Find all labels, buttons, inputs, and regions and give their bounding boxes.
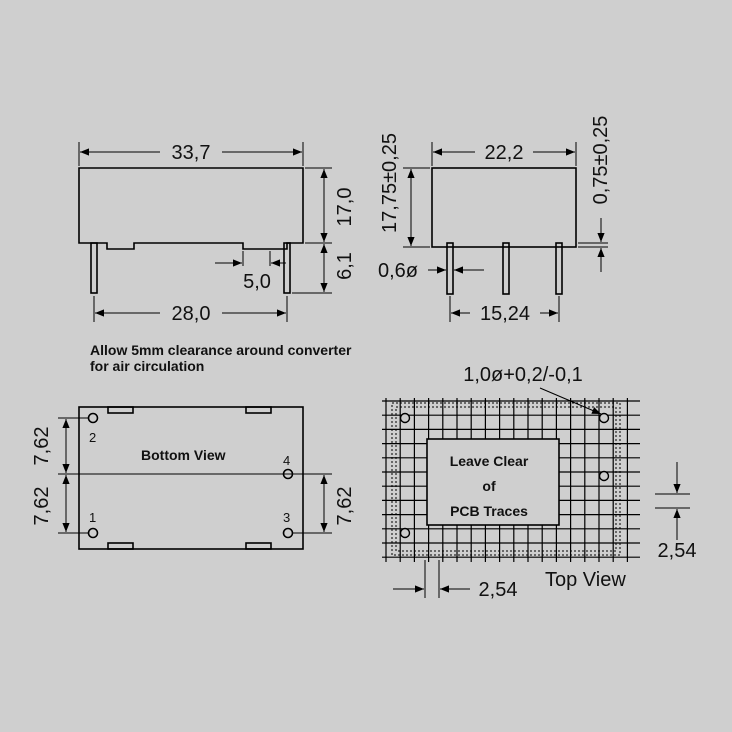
side-view-pin-right <box>283 242 291 294</box>
clearance-note-line2: for air circulation <box>90 358 204 374</box>
pin-gap-label: 5,0 <box>243 271 271 293</box>
pitch-x-label: 2,54 <box>479 579 518 601</box>
pin-hole-3 <box>282 527 294 539</box>
side-view-pin-left <box>90 242 98 294</box>
hole-leader <box>539 387 602 415</box>
pin-diameter-label: 0,6ø <box>378 260 418 282</box>
bottom-view-outline <box>78 406 304 550</box>
top-pin-hole-corner <box>598 412 610 424</box>
end-height-label: 17,75±0,25 <box>379 133 401 233</box>
hole-label: 1,0ø+0,2/-0,1 <box>463 364 583 386</box>
bottom-dim-lower-left: 7,62 <box>31 487 53 526</box>
top-view: Leave Clear of PCB Traces 1,0ø+0,2/-0,1 … <box>382 364 696 601</box>
outline-dotted-outer <box>391 402 621 556</box>
end-view-body <box>431 167 577 248</box>
clearance-note-line1: Allow 5mm clearance around converter <box>90 342 352 358</box>
end-view-pin-left <box>446 242 454 295</box>
standoff-bottom-left <box>107 542 134 550</box>
top-view-title: Top View <box>545 569 626 591</box>
keepout-line3: PCB Traces <box>450 503 528 519</box>
side-view-body <box>78 167 304 250</box>
pin-hole-1 <box>87 527 99 539</box>
top-pin-hole-1 <box>399 527 411 539</box>
end-view-pin-mid <box>502 242 510 295</box>
pin-length-label: 6,1 <box>334 252 356 280</box>
standoff-top-left <box>107 406 134 414</box>
end-view: 22,2 17,75±0,25 0,75±0,25 0,6ø 15,24 <box>378 116 612 325</box>
bottom-dim-upper-left: 7,62 <box>31 427 53 466</box>
pin-label-4: 4 <box>283 453 290 468</box>
end-pitch-label: 15,24 <box>480 303 530 325</box>
keepout-line2: of <box>482 478 496 494</box>
end-view-pin-right <box>555 242 563 295</box>
bottom-view-title: Bottom View <box>141 447 226 463</box>
end-width-label: 22,2 <box>485 142 524 164</box>
standoff-top-right <box>245 406 272 414</box>
keepout-line1: Leave Clear <box>450 453 529 469</box>
pitch-label: 28,0 <box>172 303 211 325</box>
outline-dotted-inner <box>395 406 617 552</box>
bottom-view: 1 2 3 4 Bottom View 7,62 7,62 7,62 <box>31 406 356 550</box>
width-label: 33,7 <box>172 142 211 164</box>
offset-label: 0,75±0,25 <box>590 116 612 205</box>
pitch-y-label: 2,54 <box>658 540 697 562</box>
standoff-bottom-right <box>245 542 272 550</box>
bottom-dim-right: 7,62 <box>334 487 356 526</box>
keepout-area <box>426 438 560 526</box>
top-pin-hole-2 <box>399 412 411 424</box>
side-view: 33,7 17,0 6,1 5,0 28,0 <box>78 142 356 325</box>
pin-hole-2 <box>87 412 99 424</box>
top-pin-hole-4 <box>598 470 610 482</box>
pin-label-3: 3 <box>283 510 290 525</box>
pin-label-1: 1 <box>89 510 96 525</box>
height-label: 17,0 <box>334 188 356 227</box>
pin-label-2: 2 <box>89 430 96 445</box>
